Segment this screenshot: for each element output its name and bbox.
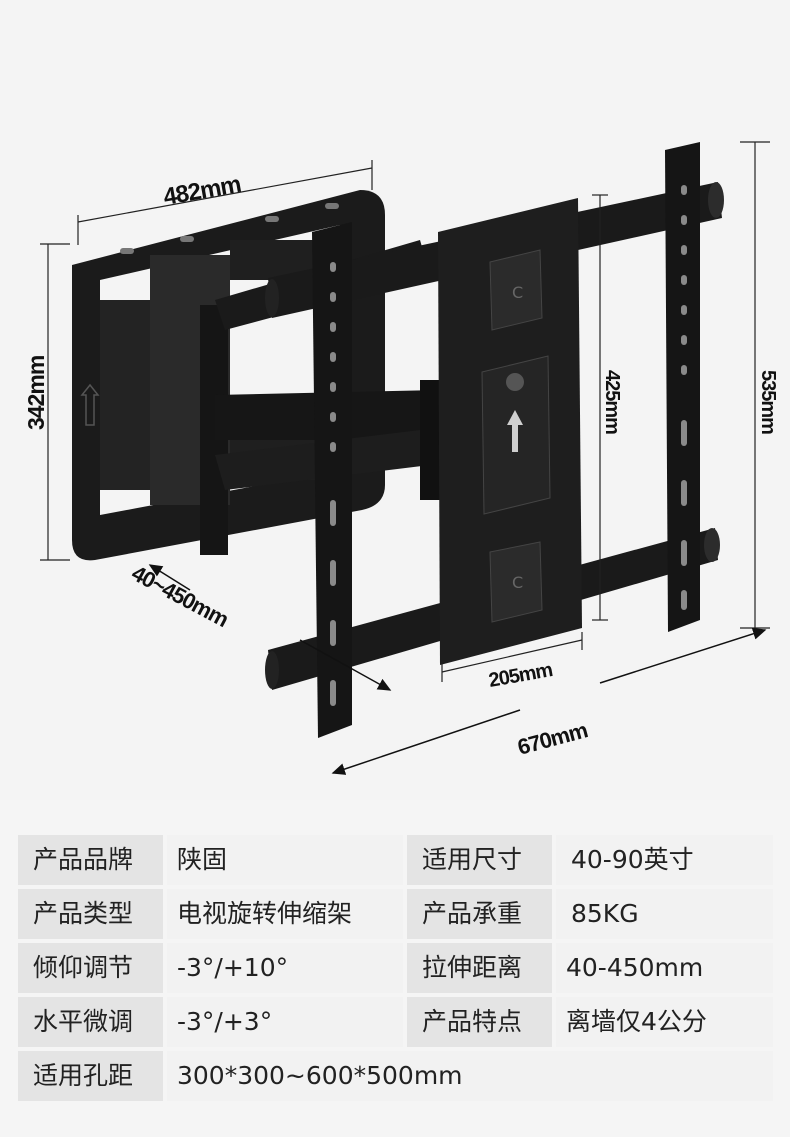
dimension-lines	[40, 141, 770, 682]
width-top-label: 482mm	[161, 171, 242, 211]
spec-label: 拉伸距离	[407, 943, 552, 993]
dimension-arrows	[148, 564, 767, 775]
spec-value: -3°/+3°	[167, 997, 403, 1047]
svg-text:C: C	[512, 283, 523, 302]
spec-value: 300*300~600*500mm	[167, 1051, 773, 1101]
total-width-label: 670mm	[515, 717, 590, 760]
spec-value: 陕固	[167, 835, 403, 885]
spec-value: 电视旋转伸缩架	[167, 889, 403, 939]
spec-table: 产品品牌 陕固 适用尺寸 40-90英寸 产品类型 电视旋转伸缩架 产品承重 8…	[18, 835, 773, 1103]
spec-label: 适用尺寸	[407, 835, 552, 885]
spec-value: 85KG	[556, 889, 773, 939]
spec-label: 适用孔距	[18, 1051, 163, 1101]
spec-label: 产品特点	[407, 997, 552, 1047]
center-plate: C C	[438, 198, 582, 665]
spec-label: 产品承重	[407, 889, 552, 939]
height-left-label: 342mm	[23, 355, 49, 430]
svg-text:C: C	[512, 573, 523, 592]
spec-value: 40-90英寸	[556, 835, 773, 885]
product-photo: C C 482mm 342mm	[23, 141, 779, 775]
spec-value: 离墙仅4公分	[556, 997, 773, 1047]
spec-value: -3°/+10°	[167, 943, 403, 993]
spec-label: 产品类型	[18, 889, 163, 939]
spec-value: 40-450mm	[556, 943, 773, 993]
extension-label: 40~450mm	[128, 560, 233, 632]
vertical-brackets	[312, 142, 700, 738]
plate-width-label: 205mm	[487, 659, 554, 692]
spec-label: 产品品牌	[18, 835, 163, 885]
wall-mount-illustration: C C 482mm 342mm	[23, 141, 779, 775]
spec-label: 水平微调	[18, 997, 163, 1047]
total-height-label: 535mm	[757, 370, 779, 434]
spec-label: 倾仰调节	[18, 943, 163, 993]
vesa-height-label: 425mm	[601, 370, 623, 434]
